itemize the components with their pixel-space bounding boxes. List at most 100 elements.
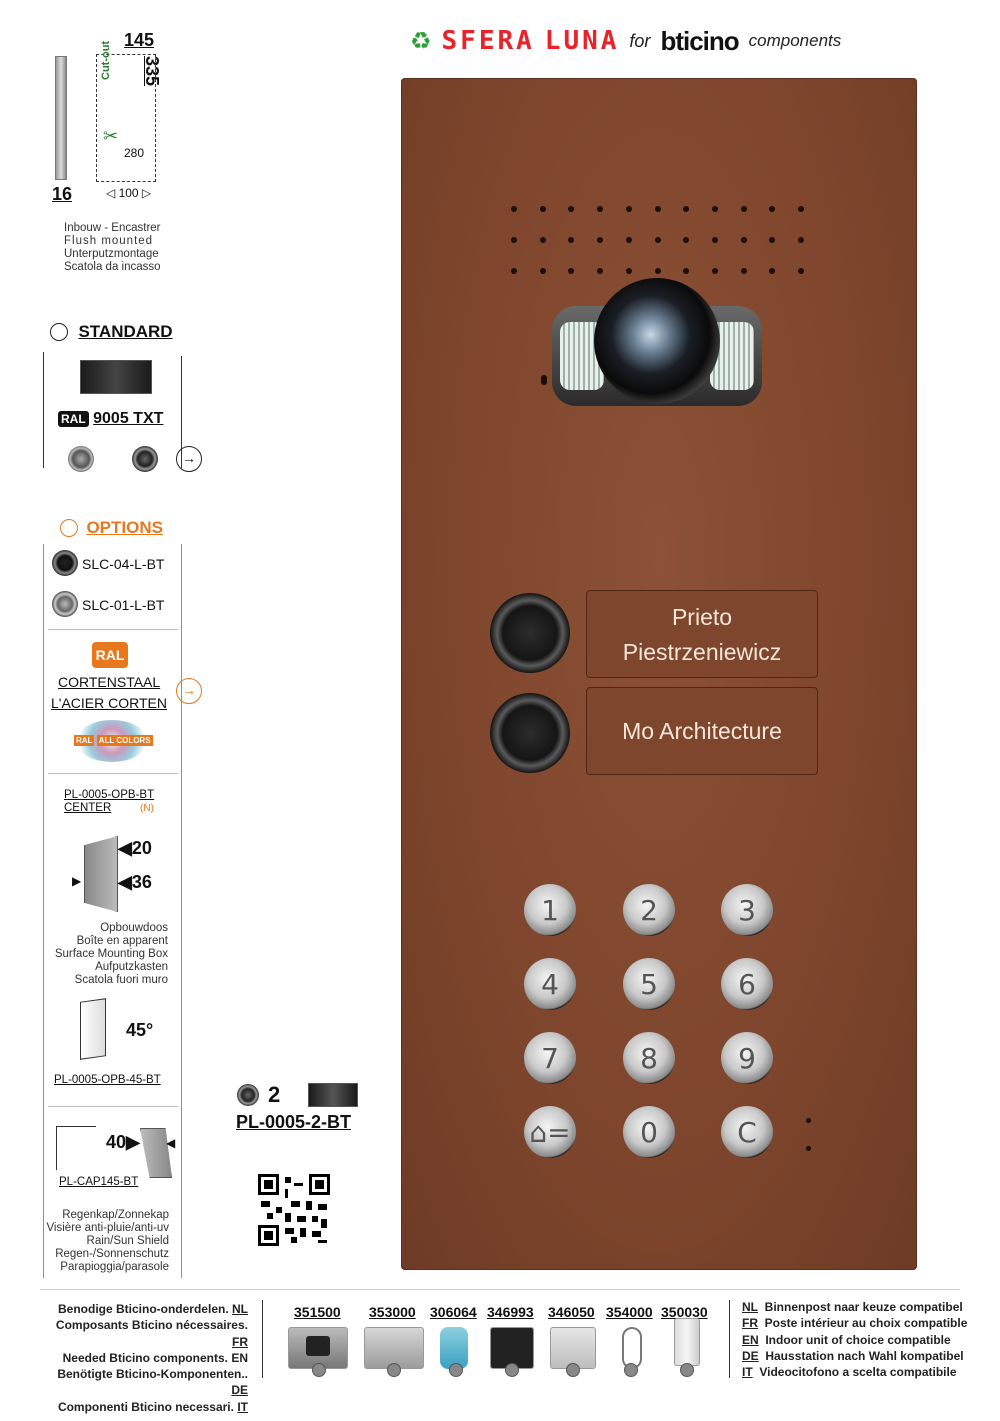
opb-code: PL-0005-OPB-BT — [64, 789, 155, 801]
keypad-key-1[interactable]: 2 — [623, 884, 675, 936]
arrow-right-orange-icon[interactable]: → — [176, 678, 202, 704]
all-colors-ral: RAL — [74, 735, 95, 746]
grille-hole — [654, 206, 661, 212]
rain-shield-nl: Regenkap/Zonnekap — [62, 1209, 169, 1221]
brand-luna: LUNA — [544, 26, 620, 56]
call-button-2[interactable] — [490, 693, 570, 773]
keypad-key-6[interactable]: 7 — [524, 1032, 576, 1084]
grille-hole — [711, 237, 718, 243]
bottom-separator-right — [729, 1300, 730, 1378]
grille-hole — [769, 268, 776, 274]
standard-bracket-left — [43, 352, 44, 468]
nameplate-1-line2: Piestrzeniewicz — [622, 639, 782, 665]
grille-hole — [511, 268, 517, 274]
component-code-353000: 353000 — [369, 1304, 416, 1320]
flush-mount-it: Scatola da incasso — [64, 261, 161, 273]
keypad-key-8[interactable]: 9 — [721, 1032, 773, 1084]
keypad-key-4[interactable]: 5 — [623, 958, 675, 1010]
component-dot — [505, 1363, 519, 1377]
grille-hole — [798, 206, 804, 212]
grille-hole — [711, 206, 718, 212]
keypad-key-3[interactable]: 4 — [524, 958, 576, 1010]
button-count: 2 — [268, 1082, 281, 1107]
keypad-key-10[interactable]: 0 — [623, 1106, 675, 1158]
grille-hole — [568, 206, 575, 212]
keypad-key-7[interactable]: 8 — [623, 1032, 675, 1084]
angle-label: 45° — [126, 1020, 154, 1040]
component-code-351500: 351500 — [294, 1304, 341, 1320]
surface-mount-text: Opbouwdoos Boîte en apparent Surface Mou… — [40, 922, 168, 987]
grille-hole — [511, 237, 517, 243]
grille-hole — [625, 237, 632, 243]
option-slc04: SLC-04-L-BT — [82, 556, 165, 572]
component-dot — [387, 1363, 401, 1377]
keypad-key-9[interactable]: ⌂= — [524, 1106, 576, 1158]
keypad-led — [806, 1118, 811, 1123]
opb-dim1: 20 — [131, 838, 152, 858]
camera-module — [552, 278, 762, 406]
ral-code: 9005 TXT — [93, 410, 164, 427]
nameplate-2-text: Mo Architecture — [622, 718, 782, 744]
divider — [48, 1106, 178, 1107]
indoor-it: IT Videocitofono a scelta compatibile — [742, 1365, 957, 1380]
rain-shield-it: Parapioggia/parasole — [60, 1261, 169, 1273]
grille-hole — [683, 237, 690, 243]
stainless-button-sample — [68, 446, 94, 472]
component-code-346993: 346993 — [487, 1304, 534, 1320]
all-colors-label: RAL ALL COLORS — [74, 735, 153, 746]
grille-hole — [568, 237, 575, 243]
corten-nl: CORTENSTAAL — [58, 674, 161, 690]
call-button-1[interactable] — [490, 593, 570, 673]
slc01-button-icon — [52, 591, 78, 617]
dim-depth: 16 — [52, 184, 73, 204]
camera-module-thumb — [288, 1327, 348, 1369]
options-radio[interactable] — [60, 519, 78, 537]
badge-key-thumb — [440, 1327, 468, 1369]
indoor-de: DE Hausstation nach Wahl kompatibel — [742, 1348, 964, 1363]
grille-hole — [769, 237, 776, 243]
nameplate-1-line1: Prieto — [671, 604, 733, 630]
cutout-outline — [96, 54, 156, 182]
rain-shield-de: Regen-/Sonnenschutz — [55, 1248, 169, 1260]
bottom-divider — [40, 1289, 960, 1290]
keypad-key-11[interactable]: C — [721, 1106, 773, 1158]
options-bracket-left — [43, 544, 44, 1278]
arrow-left-icon: ◀ — [166, 1136, 176, 1150]
opb-dim2: 36 — [131, 872, 152, 892]
grille-hole — [654, 237, 661, 243]
side-profile — [55, 56, 67, 180]
standard-radio[interactable] — [50, 323, 68, 341]
grille-hole — [740, 237, 747, 243]
surface-mount-en: Surface Mounting Box — [54, 948, 168, 960]
indoor-unit-text: NL Binnenpost naar keuze compatibel FR P… — [742, 1299, 972, 1380]
grille-hole — [683, 268, 690, 274]
rain-shield-en: Rain/Sun Shield — [86, 1235, 169, 1247]
grille-hole — [568, 268, 575, 274]
keypad-key-2[interactable]: 3 — [721, 884, 773, 936]
grille-hole — [740, 206, 747, 212]
divider — [48, 773, 178, 774]
keypad-key-0[interactable]: 1 — [524, 884, 576, 936]
arrow-right-icon[interactable]: → — [176, 446, 202, 472]
angle-box-drawing — [80, 998, 106, 1060]
standard-bracket-right — [181, 356, 182, 468]
keypad-key-5[interactable]: 6 — [721, 958, 773, 1010]
grille-hole — [654, 268, 661, 274]
slc04-button-icon — [52, 550, 78, 576]
keypad-module-thumb — [364, 1327, 424, 1369]
grille-hole — [711, 268, 718, 274]
divider — [48, 629, 178, 630]
bottom-separator-left — [262, 1300, 263, 1378]
product-thumb — [308, 1083, 358, 1107]
ral-orange-badge: RAL — [92, 642, 128, 668]
grille-hole — [511, 206, 517, 212]
grille-hole — [539, 237, 546, 243]
indoor-fr: FR Poste intérieur au choix compatible — [742, 1316, 968, 1331]
surface-box-drawing — [84, 836, 118, 912]
arrow-icon: ▶ — [72, 874, 82, 888]
component-dot — [566, 1363, 580, 1377]
cap-outline-drawing — [56, 1126, 96, 1170]
brand-for: for — [629, 30, 651, 51]
grille-hole — [597, 268, 604, 274]
cutout-width-row: ◁ 100 ▷ — [106, 186, 152, 200]
